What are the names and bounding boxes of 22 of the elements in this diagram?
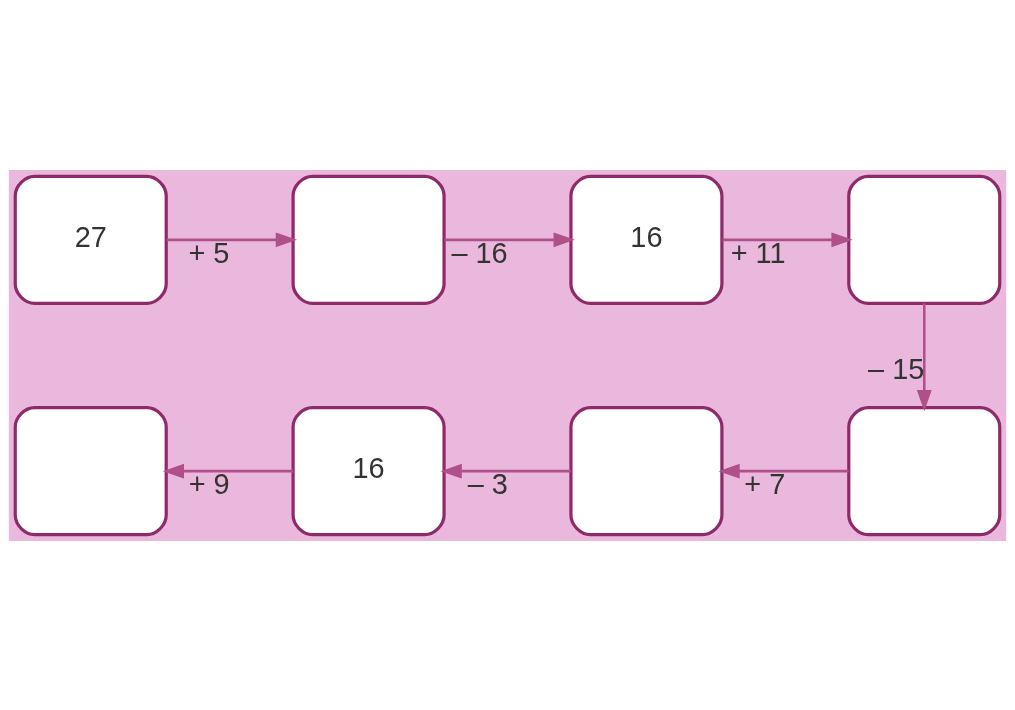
arrow (440, 463, 571, 479)
arrow (444, 231, 575, 247)
node-box (291, 174, 446, 305)
node-box (13, 405, 168, 536)
edge-label: + 9 (188, 467, 230, 500)
edge-label: + 7 (744, 467, 786, 500)
edge-label: + 11 (730, 236, 786, 269)
node-box (847, 174, 1002, 305)
arrow (722, 231, 853, 247)
node-box: 16 (569, 174, 724, 305)
edge-label: – 16 (451, 236, 508, 269)
node-box: 16 (291, 405, 446, 536)
edge-label: – 3 (467, 467, 508, 500)
arrow (718, 463, 849, 479)
node-box (847, 405, 1002, 536)
edge-label: + 5 (188, 236, 230, 269)
node-box: 27 (13, 174, 168, 305)
edge-label: – 15 (868, 352, 925, 385)
node-box (569, 405, 724, 536)
arrow (166, 231, 297, 247)
arrow (162, 463, 294, 479)
arrow (916, 302, 932, 411)
